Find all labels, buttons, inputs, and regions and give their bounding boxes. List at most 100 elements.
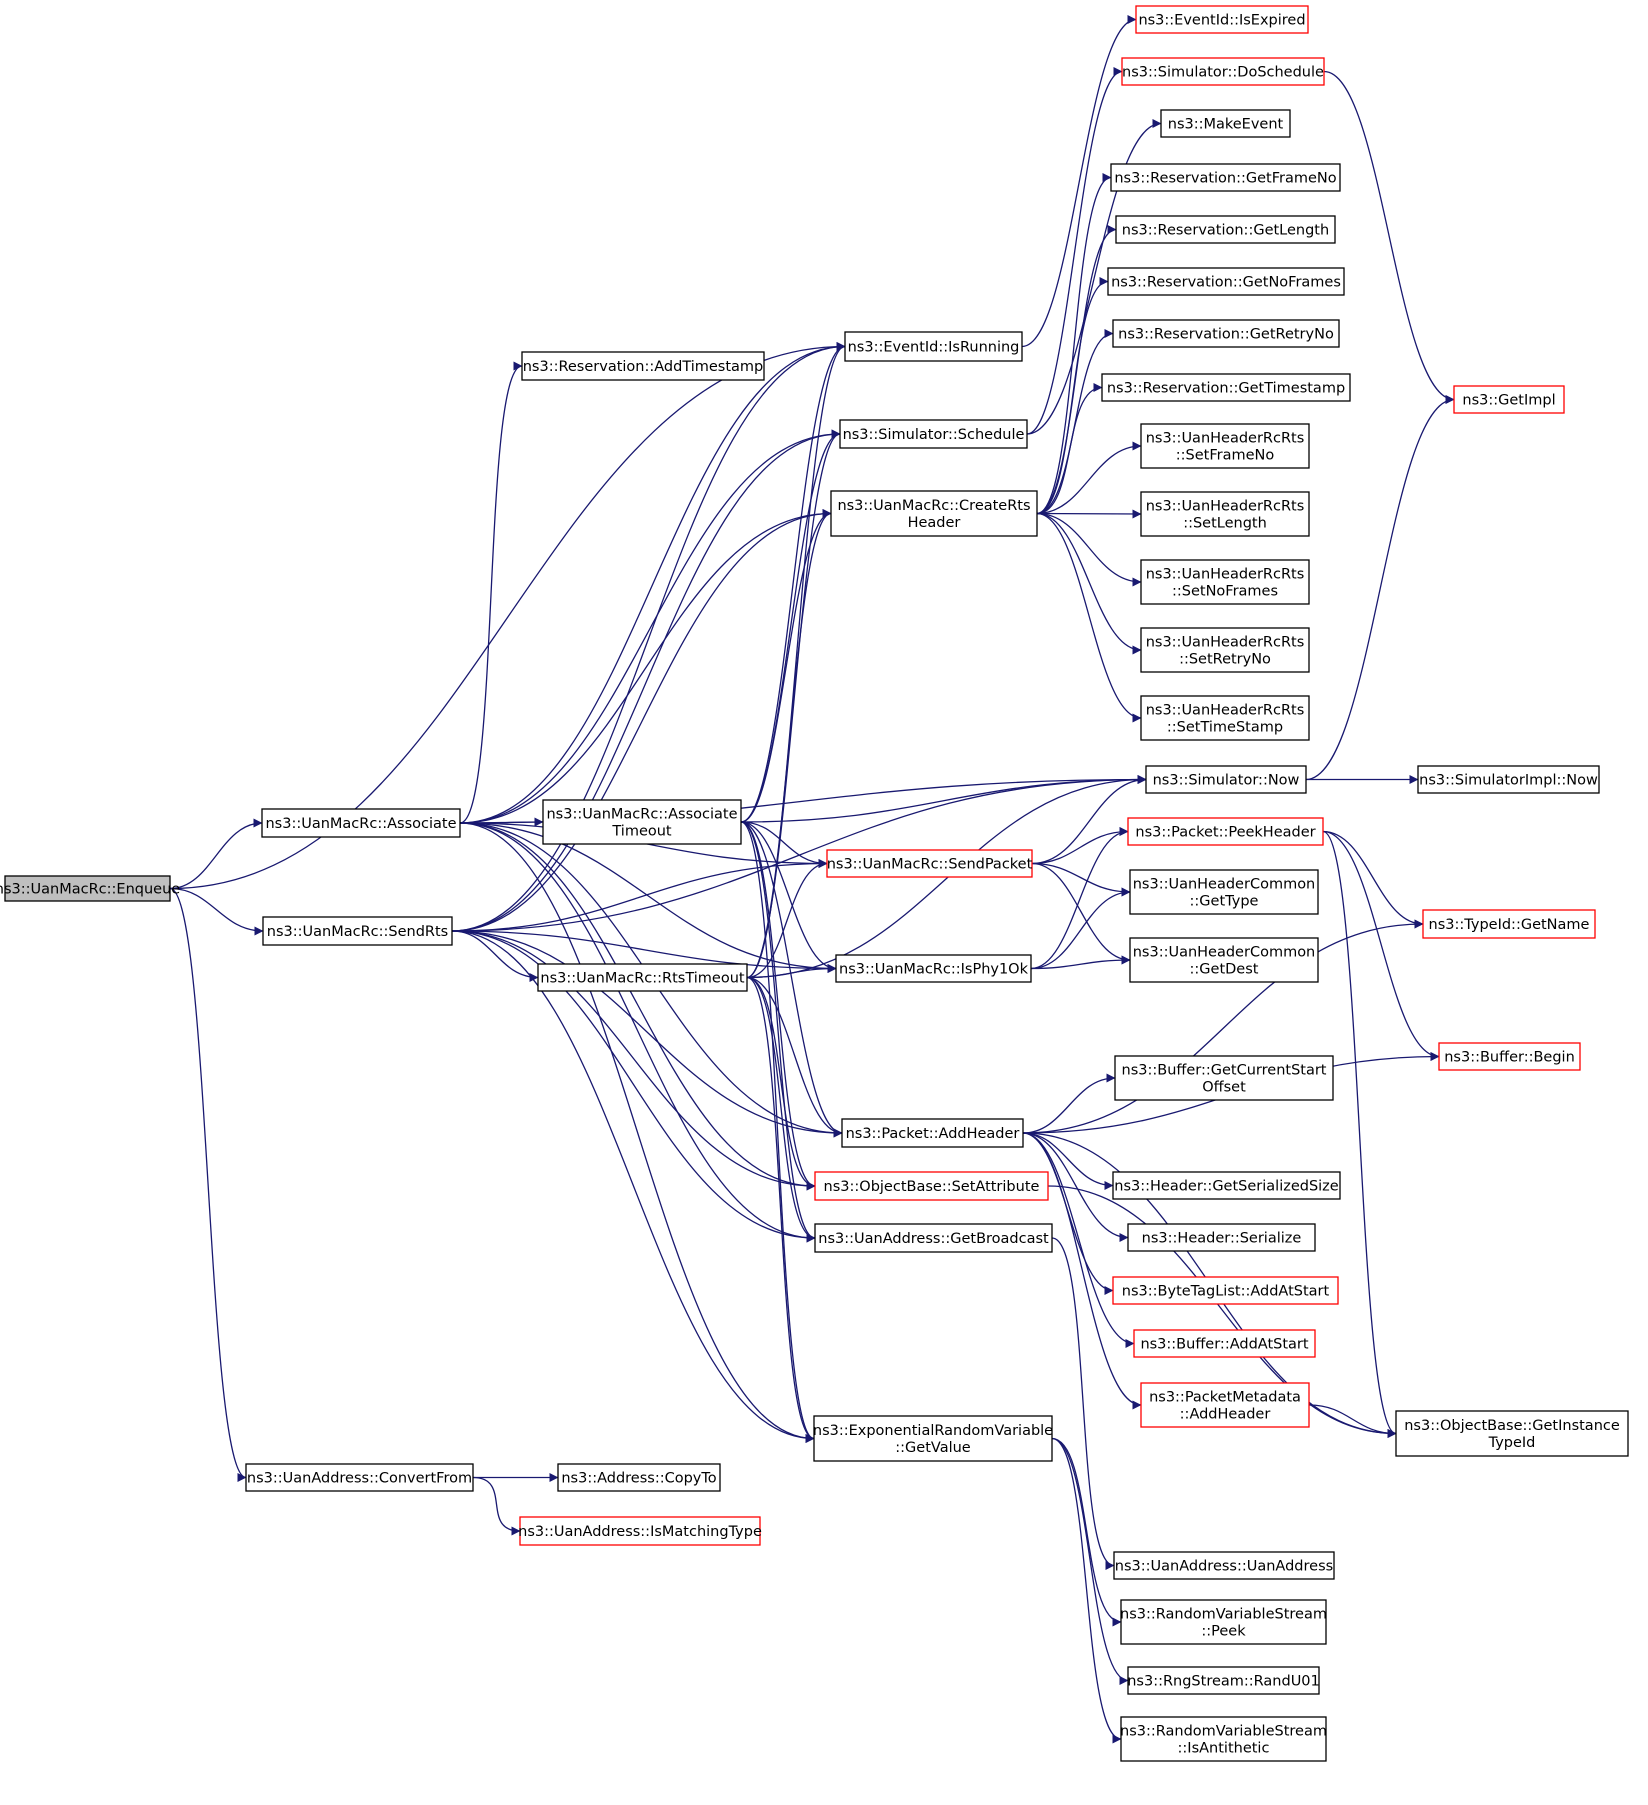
node-label: ns3::Buffer::GetCurrentStart	[1122, 1063, 1327, 1079]
node-label: ns3::UanMacRc::Enqueue	[0, 882, 180, 898]
node-label: ns3::Reservation::AddTimestamp	[523, 359, 764, 375]
node-associate[interactable]: ns3::UanMacRc::Associate	[261, 808, 461, 838]
node-box	[813, 1415, 1053, 1462]
call-edge-assoctimeout-to-schedule	[740, 429, 841, 823]
call-edge-addheader-to-getcurrentstart	[1022, 1073, 1116, 1134]
node-getserializedsize[interactable]: ns3::Header::GetSerializedSize	[1112, 1171, 1341, 1200]
call-edge-peekheader-to-getname	[1322, 830, 1424, 929]
node-getname[interactable]: ns3::TypeId::GetName	[1422, 909, 1596, 939]
node-serialize[interactable]: ns3::Header::Serialize	[1127, 1223, 1316, 1252]
node-bytetagaddatstart[interactable]: ns3::ByteTagList::AddAtStart	[1112, 1276, 1339, 1305]
call-edge-creatrts-to-setnoframes	[1036, 512, 1142, 587]
node-isrunning[interactable]: ns3::EventId::IsRunning	[844, 331, 1023, 362]
node-box	[4, 875, 171, 902]
call-edge-enqueue-to-associate	[169, 818, 263, 890]
call-edge-getbroadcast-to-uanaddress	[1051, 1237, 1115, 1570]
node-box	[1127, 817, 1324, 846]
node-box	[1140, 423, 1310, 469]
node-label: Header	[908, 515, 961, 531]
node-expgetvalue[interactable]: ns3::ExponentialRandomVariable::GetValue	[813, 1415, 1053, 1462]
node-label: ns3::Reservation::GetTimestamp	[1107, 381, 1345, 397]
node-gettimestamp[interactable]: ns3::Reservation::GetTimestamp	[1101, 373, 1351, 402]
node-label: ::SetLength	[1183, 516, 1267, 532]
node-addtimestamp[interactable]: ns3::Reservation::AddTimestamp	[521, 351, 765, 381]
node-doschedule[interactable]: ns3::Simulator::DoSchedule	[1121, 57, 1325, 86]
node-label: ::SetFrameNo	[1176, 448, 1275, 464]
node-uanaddress[interactable]: ns3::UanAddress::UanAddress	[1113, 1551, 1335, 1580]
node-label: ::SetNoFrames	[1172, 584, 1278, 600]
node-now[interactable]: ns3::Simulator::Now	[1145, 765, 1307, 794]
node-label: ns3::Reservation::GetNoFrames	[1111, 275, 1341, 291]
call-edge-assoctimeout-to-isrunning	[740, 342, 846, 823]
call-edge-assoctimeout-to-isphy1ok	[740, 821, 837, 973]
node-bufferaddatstart[interactable]: ns3::Buffer::AddAtStart	[1133, 1329, 1316, 1358]
node-label: Offset	[1202, 1080, 1246, 1096]
node-box	[1129, 937, 1319, 983]
node-copyto[interactable]: ns3::Address::CopyTo	[557, 1463, 721, 1492]
node-rtstimeout[interactable]: ns3::UanMacRc::RtsTimeout	[537, 963, 748, 992]
node-bufferbegin[interactable]: ns3::Buffer::Begin	[1438, 1042, 1581, 1071]
node-setretryno[interactable]: ns3::UanHeaderRcRts::SetRetryNo	[1140, 627, 1310, 673]
node-label: ns3::UanMacRc::Associate	[546, 807, 737, 823]
node-convertfrom[interactable]: ns3::UanAddress::ConvertFrom	[245, 1463, 474, 1492]
call-edge-sendrts-to-getbroadcast	[451, 930, 816, 1243]
node-label: ::IsAntithetic	[1178, 1741, 1270, 1757]
node-box	[1114, 1055, 1334, 1101]
call-edge-associate-to-schedule	[459, 429, 841, 824]
node-label: ns3::UanHeaderRcRts	[1146, 567, 1305, 583]
node-label: ns3::Buffer::AddAtStart	[1140, 1337, 1308, 1353]
node-makeevent[interactable]: ns3::MakeEvent	[1160, 109, 1291, 138]
call-edge-now-to-getimpl	[1305, 395, 1455, 781]
call-edge-isrunning-to-isexpired	[1021, 15, 1137, 348]
node-box	[1120, 1716, 1327, 1762]
node-label: ::AddHeader	[1180, 1407, 1271, 1423]
node-getimpl[interactable]: ns3::GetImpl	[1453, 385, 1565, 414]
node-label: TypeId	[1488, 1435, 1536, 1451]
node-ismatchingtype[interactable]: ns3::UanAddress::IsMatchingType	[518, 1516, 762, 1546]
node-setlength[interactable]: ns3::UanHeaderRcRts::SetLength	[1140, 491, 1310, 537]
node-schedule[interactable]: ns3::Simulator::Schedule	[839, 419, 1028, 449]
call-edge-associate-to-expgetvalue	[459, 822, 815, 1443]
node-rvspeek[interactable]: ns3::RandomVariableStream::Peek	[1120, 1599, 1327, 1645]
call-edge-setattribute-to-getinstancetypeid	[1047, 1185, 1397, 1438]
node-addheader[interactable]: ns3::Packet::AddHeader	[841, 1118, 1024, 1148]
node-simimplnow[interactable]: ns3::SimulatorImpl::Now	[1417, 765, 1600, 794]
node-isphy1ok[interactable]: ns3::UanMacRc::IsPhy1Ok	[835, 954, 1032, 983]
call-edge-peekheader-to-bufferbegin	[1322, 830, 1440, 1061]
node-setnoframes[interactable]: ns3::UanHeaderRcRts::SetNoFrames	[1140, 559, 1310, 605]
node-getbroadcast[interactable]: ns3::UanAddress::GetBroadcast	[814, 1223, 1053, 1253]
node-randu01[interactable]: ns3::RngStream::RandU01	[1127, 1666, 1320, 1695]
call-edge-rtstimeout-to-now	[746, 775, 1147, 979]
node-box	[814, 1223, 1053, 1253]
node-getdest[interactable]: ns3::UanHeaderCommon::GetDest	[1129, 937, 1319, 983]
node-gettype[interactable]: ns3::UanHeaderCommon::GetType	[1129, 869, 1319, 915]
call-edge-peekheader-to-getinstancetypeid	[1322, 830, 1397, 1438]
node-settimestamp[interactable]: ns3::UanHeaderRcRts::SetTimeStamp	[1140, 695, 1310, 741]
node-box	[1115, 215, 1336, 244]
node-getframeno[interactable]: ns3::Reservation::GetFrameNo	[1110, 163, 1341, 192]
call-edge-creatrts-to-setframeno	[1036, 441, 1142, 515]
node-setframeno[interactable]: ns3::UanHeaderRcRts::SetFrameNo	[1140, 423, 1310, 469]
node-getnoframes[interactable]: ns3::Reservation::GetNoFrames	[1107, 267, 1345, 296]
node-getretryno[interactable]: ns3::Reservation::GetRetryNo	[1112, 319, 1340, 348]
node-sendpacket[interactable]: ns3::UanMacRc::SendPacket	[826, 849, 1033, 878]
call-edge-rtstimeout-to-sendpacket	[746, 859, 828, 979]
node-isantithetic[interactable]: ns3::RandomVariableStream::IsAntithetic	[1120, 1716, 1327, 1762]
call-edge-rtstimeout-to-isphy1ok	[746, 964, 837, 979]
node-box	[261, 808, 461, 838]
node-box	[1417, 765, 1600, 794]
node-sendrts[interactable]: ns3::UanMacRc::SendRts	[262, 916, 453, 946]
node-pmaddheader[interactable]: ns3::PacketMetadata::AddHeader	[1140, 1382, 1310, 1428]
node-box	[1160, 109, 1291, 138]
node-peekheader[interactable]: ns3::Packet::PeekHeader	[1127, 817, 1324, 846]
node-isexpired[interactable]: ns3::EventId::IsExpired	[1135, 5, 1309, 34]
node-label: ns3::UanHeaderRcRts	[1146, 431, 1305, 447]
node-getlength[interactable]: ns3::Reservation::GetLength	[1115, 215, 1336, 244]
node-setattribute[interactable]: ns3::ObjectBase::SetAttribute	[814, 1171, 1049, 1201]
node-box	[537, 963, 748, 992]
call-edge-sendrts-to-isrunning	[451, 342, 846, 932]
